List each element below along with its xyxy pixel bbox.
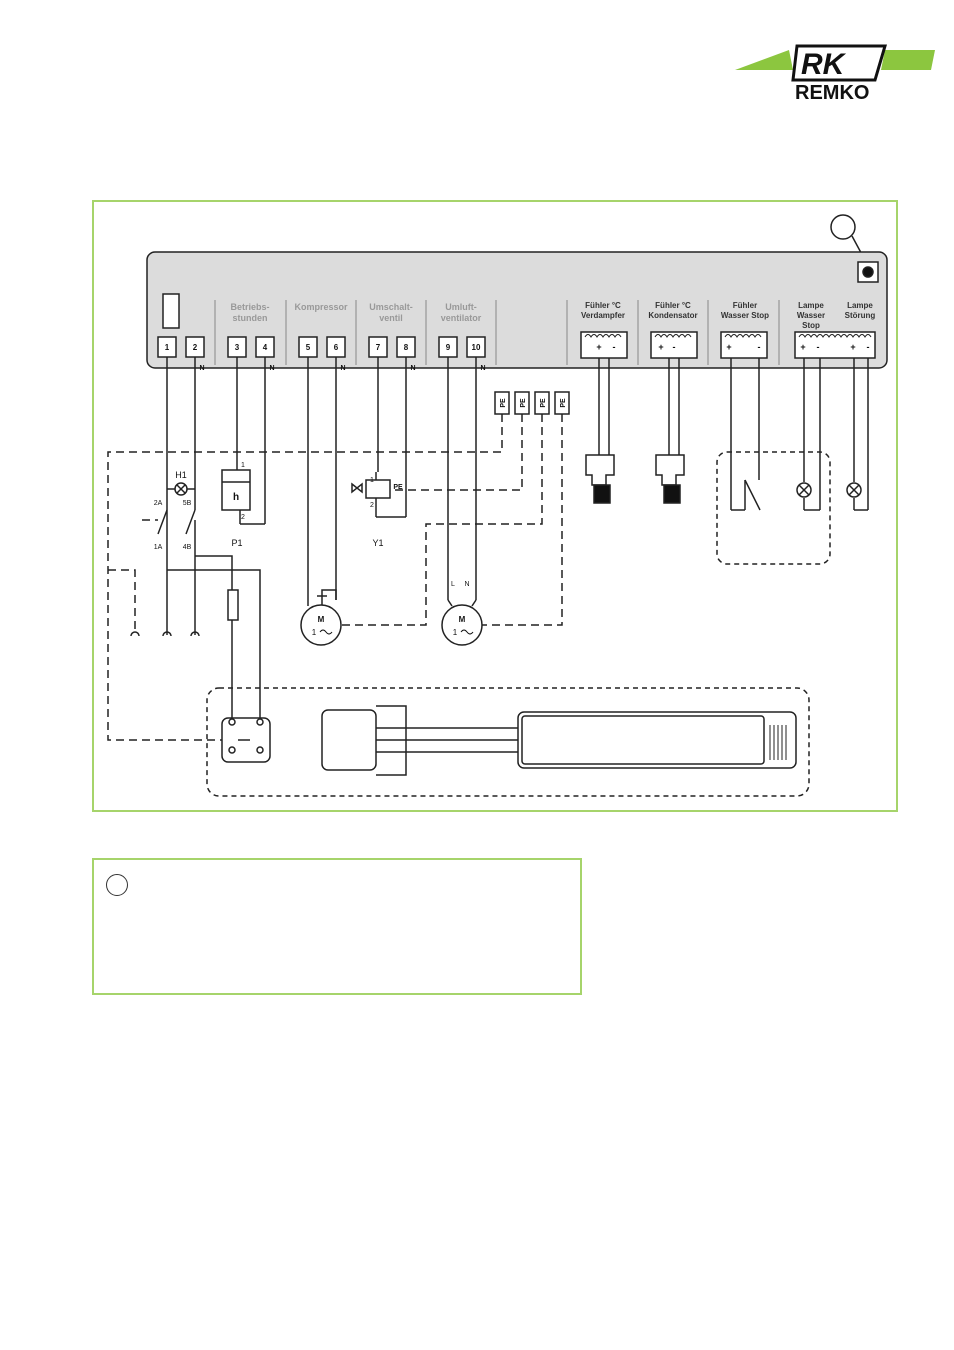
remko-logo: RK REMKO (735, 44, 935, 102)
hour-meter-p1 (221, 469, 251, 511)
label-1a: 1A (154, 544, 163, 551)
label-umschaltventil-1: Umschalt- (369, 302, 413, 312)
terminal-label-8: 8 (404, 343, 409, 352)
plus-verdampfer: + (596, 342, 601, 352)
terminal-label-1: 1 (165, 343, 170, 352)
diagram-frame (92, 200, 898, 812)
minus-lampe-stoerung: - (867, 342, 870, 352)
label-p1: P1 (231, 538, 242, 548)
svg-text:RK: RK (801, 48, 847, 81)
terminal-label-4: 4 (263, 343, 268, 352)
fuse (227, 589, 239, 621)
compressor-m: M (318, 615, 325, 624)
meter-pin-2: 2 (241, 514, 245, 521)
label-lampe-stoerung-1: Lampe (847, 301, 873, 310)
pe-label-3: PE (540, 398, 547, 408)
plus-kondensator: + (658, 342, 663, 352)
terminal-label-10: 10 (472, 343, 481, 352)
minus-verdampfer: - (613, 342, 616, 352)
label-betriebsstunden-1: Betriebs- (230, 302, 269, 312)
terminal-label-7: 7 (376, 343, 381, 352)
fan-n: N (464, 581, 469, 588)
pe-label-2: PE (520, 398, 527, 408)
probe-kondensator-tip (663, 484, 681, 504)
logo-swoosh-right (881, 50, 935, 70)
fan-ac-symbol (460, 629, 474, 635)
probe-verdampfer-tip (593, 484, 611, 504)
label-kondensator-1: Fühler °C (655, 301, 691, 310)
callout-circle (830, 214, 856, 240)
probe-verdampfer (585, 454, 615, 486)
label-wasserstop-1: Fühler (733, 301, 757, 310)
probe-kondensator (655, 454, 685, 486)
label-umschaltventil-2: ventil (379, 313, 403, 323)
plus-lampe-wasser: + (800, 342, 805, 352)
neutral-mark-2: N (199, 365, 204, 372)
valve-y1 (365, 479, 391, 499)
label-y1: Y1 (372, 538, 383, 548)
label-lampe-stoerung-2: Störung (845, 311, 876, 320)
compressor-ac-symbol (319, 629, 333, 635)
terminal-label-3: 3 (235, 343, 240, 352)
remote-assembly-enclosure (206, 687, 810, 797)
neutral-mark-6: N (340, 365, 345, 372)
label-kondensator-2: Kondensator (648, 311, 697, 320)
terminal-label-6: 6 (334, 343, 339, 352)
minus-lampe-wasser: - (817, 342, 820, 352)
pe-label-valve: PE (393, 484, 403, 491)
label-lampe-wasser-1: Lampe (798, 301, 824, 310)
plus-wasserstop: + (726, 342, 731, 352)
note-box (92, 858, 582, 995)
label-5b: 5B (183, 500, 192, 507)
label-2a: 2A (154, 500, 163, 507)
fuse-holder (162, 293, 180, 329)
label-betriebsstunden-2: stunden (233, 313, 268, 323)
pe-label-1: PE (500, 398, 507, 408)
fan-l: L (451, 581, 455, 588)
neutral-mark-4: N (269, 365, 274, 372)
compressor-phase: 1 (312, 628, 317, 637)
pe-label-4: PE (560, 398, 567, 408)
label-lampe-wasser-2: Wasser (797, 311, 825, 320)
lamp-connector (794, 331, 876, 359)
label-kompressor: Kompressor (294, 302, 348, 312)
wiring-diagram: Betriebs- stunden Kompressor Umschalt- v… (107, 214, 888, 797)
meter-pin-1: 1 (241, 462, 245, 469)
socket (321, 709, 377, 771)
terminal-label-5: 5 (306, 343, 311, 352)
fan-m: M (459, 615, 466, 624)
remote-unit (517, 711, 797, 769)
fan-phase: 1 (453, 628, 458, 637)
label-h1: H1 (175, 470, 187, 480)
label-wasserstop-2: Wasser Stop (721, 311, 769, 320)
reset-button-dot (862, 266, 874, 278)
label-umluftventilator-1: Umluft- (445, 302, 477, 312)
label-verdampfer-1: Fühler °C (585, 301, 621, 310)
valve-pin-1: 1 (370, 477, 374, 484)
neutral-mark-8: N (410, 365, 415, 372)
fan-motor (441, 604, 483, 646)
label-lampe-wasser-3: Stop (802, 321, 820, 330)
logo-text: REMKO (795, 82, 869, 102)
logo-swoosh-left (735, 50, 793, 70)
neutral-mark-10: N (480, 365, 485, 372)
compressor-motor (300, 604, 342, 646)
logo-rk-mark (791, 44, 888, 82)
note-marker (106, 874, 128, 896)
label-umluftventilator-2: ventilator (441, 313, 482, 323)
label-4b: 4B (183, 544, 192, 551)
plus-lampe-stoerung: + (850, 342, 855, 352)
terminal-label-2: 2 (193, 343, 198, 352)
water-stop-enclosure (716, 451, 831, 565)
label-verdampfer-2: Verdampfer (581, 311, 625, 320)
terminal-label-9: 9 (446, 343, 451, 352)
valve-pin-2: 2 (370, 502, 374, 509)
label-hour-meter: h (233, 492, 239, 503)
minus-kondensator: - (673, 342, 676, 352)
minus-wasserstop: - (758, 342, 761, 352)
